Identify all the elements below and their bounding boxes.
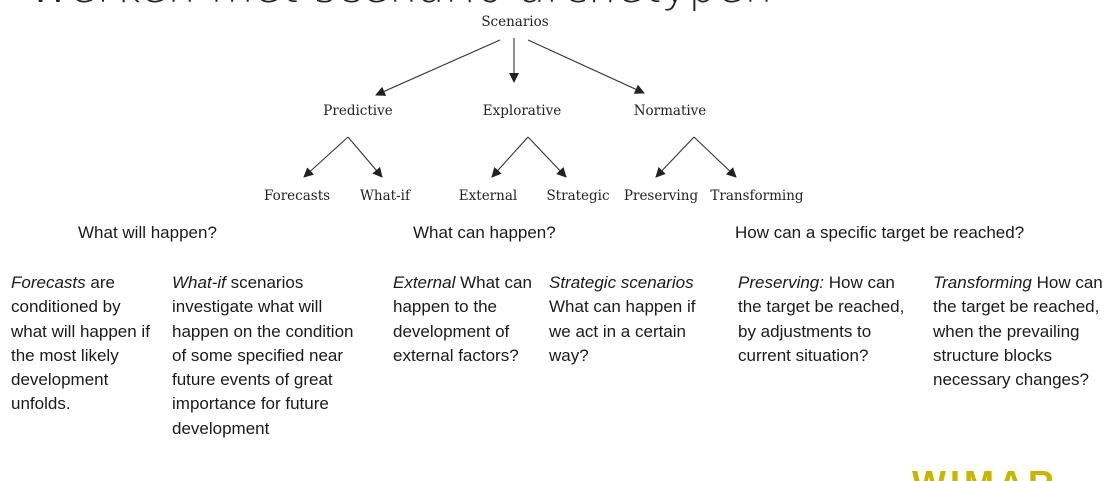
term-strategic: Strategic scenarios [549, 273, 694, 292]
term-whatif: What-if [172, 273, 226, 292]
text-whatif: scenarios investigate what will happen o… [172, 273, 354, 438]
description-preserving: Preserving: How can the target be reache… [738, 271, 918, 368]
term-external: External [393, 273, 456, 292]
arrow-to-normative [527, 39, 645, 94]
description-external: External What can happen to the developm… [393, 271, 533, 368]
question-explorative: What can happen? [413, 223, 556, 242]
term-preserving: Preserving: [738, 273, 824, 292]
node-predictive: Predictive [323, 103, 393, 119]
description-strategic: Strategic scenarios What can happen if w… [549, 271, 719, 368]
arrow-to-strategic [527, 136, 567, 178]
arrow-to-transforming [693, 136, 737, 178]
description-forecasts: Forecasts are conditioned by what will h… [11, 271, 151, 417]
slide-title: Werken met scenario archetypen [28, 0, 773, 13]
arrow-to-external [491, 136, 529, 178]
node-scenarios: Scenarios [481, 14, 549, 30]
arrow-to-forecasts [303, 136, 349, 178]
term-forecasts: Forecasts [11, 273, 86, 292]
node-forecasts: Forecasts [263, 188, 331, 204]
arrow-to-predictive [375, 39, 501, 96]
text-preserving: How can the target be reached, by adjust… [738, 273, 905, 365]
text-external: What can happen to the development of ex… [393, 273, 532, 365]
arrow-to-preserving [655, 136, 695, 178]
text-strategic: What can happen if we act in a certain w… [549, 297, 696, 365]
node-strategic: Strategic [546, 188, 610, 204]
term-transforming: Transforming [933, 273, 1032, 292]
text-forecasts: are conditioned by what will happen if t… [11, 273, 150, 414]
node-preserving: Preserving [623, 188, 699, 204]
node-normative: Normative [633, 103, 707, 119]
description-transforming: Transforming How can the target be reach… [933, 271, 1117, 392]
text-transforming: How can the target be reached, when the … [933, 273, 1103, 390]
node-explorative: Explorative [482, 103, 562, 119]
node-whatif: What-if [360, 188, 410, 204]
node-transforming: Transforming [710, 188, 804, 204]
question-normative: How can a specific target be reached? [735, 223, 1025, 242]
arrow-to-whatif [347, 136, 383, 178]
question-predictive: What will happen? [78, 223, 217, 242]
brand-logo: WIMAR [912, 466, 1092, 481]
description-whatif: What-if scenarios investigate what will … [172, 271, 372, 481]
node-external: External [458, 188, 518, 204]
